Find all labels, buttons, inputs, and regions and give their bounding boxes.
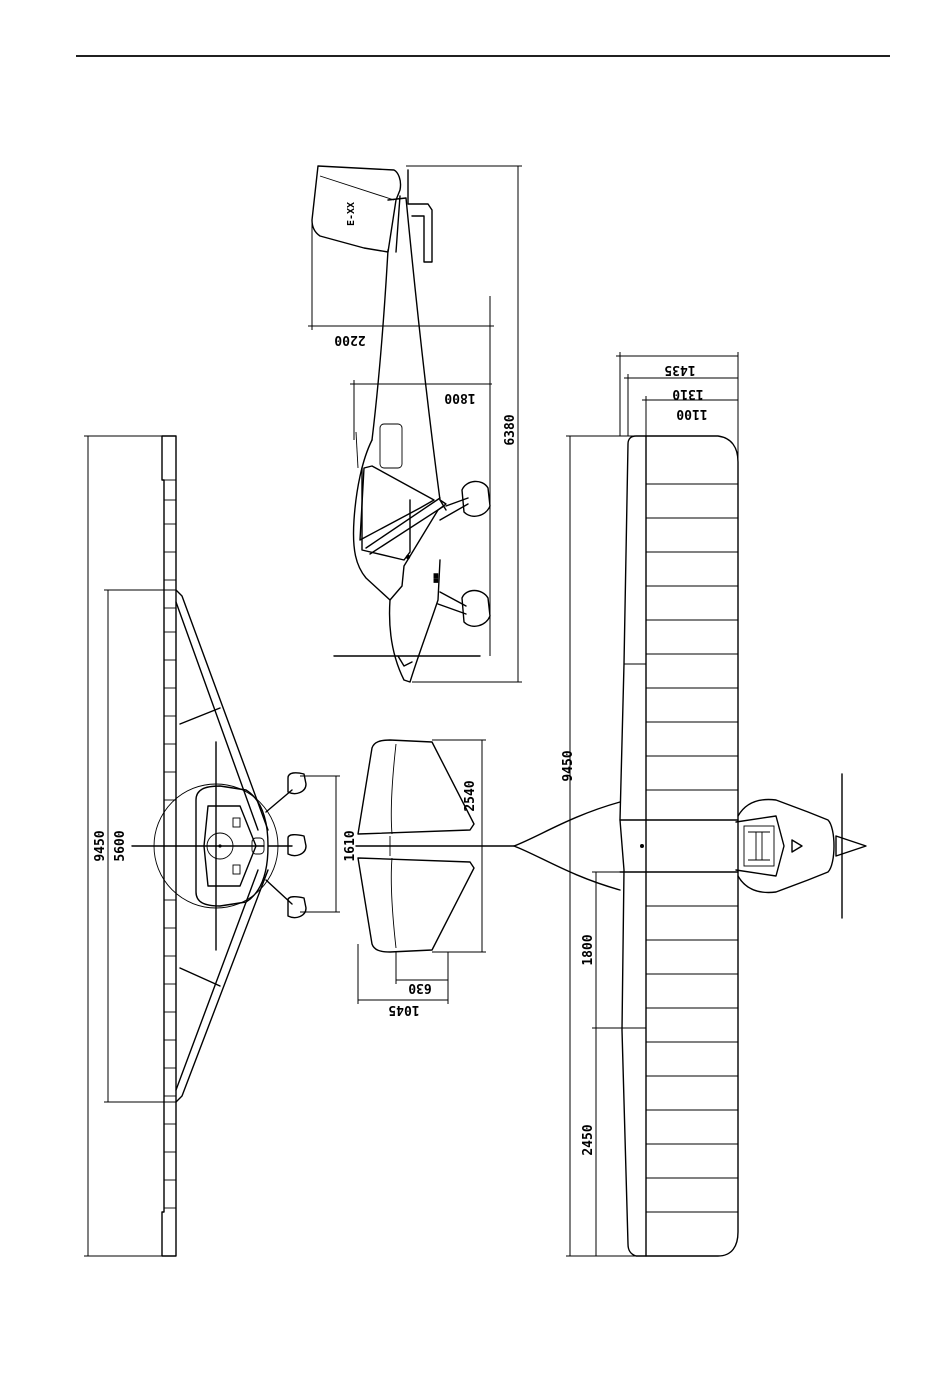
side-window-rear — [380, 424, 402, 468]
side-rudder-hinge — [320, 176, 394, 200]
tailplane-view: 2540 630 1045 — [356, 740, 514, 1017]
elevator-chord-label: 630 — [408, 980, 432, 995]
top-tip-chord-label: 1100 — [676, 406, 707, 421]
side-door-handle — [406, 555, 410, 559]
front-wing-ribs — [164, 480, 176, 1208]
elevator-hinge-upper — [391, 744, 396, 834]
side-reg-mark: ■■ — [431, 573, 440, 583]
front-intake-upper — [233, 818, 240, 827]
side-wheel-nose — [462, 591, 490, 627]
side-cabin-top — [356, 432, 358, 468]
front-wheel-lower — [288, 897, 306, 918]
side-strut — [366, 498, 444, 554]
stab-lower-half — [358, 858, 474, 952]
front-wheel-mid — [288, 835, 306, 856]
side-dimensions — [308, 166, 522, 682]
side-cabin-height-label: 1800 — [444, 390, 475, 405]
front-intake-lower — [233, 865, 240, 874]
side-cowl-front — [398, 656, 412, 666]
elevator-hinge-lower — [391, 858, 396, 948]
side-tail-height-label: 2200 — [334, 332, 365, 347]
tail-dimensions — [358, 740, 486, 1004]
top-mid-chord-label: 1310 — [672, 386, 703, 401]
stab-upper-half — [358, 740, 474, 834]
side-fuselage-lower — [372, 250, 388, 440]
top-wing-ribs — [646, 484, 738, 1212]
stab-chord-label: 1045 — [388, 1002, 419, 1017]
side-view: E-XX ■■ — [308, 166, 522, 682]
front-spinner-dot — [218, 844, 221, 847]
top-fuselage-mark — [640, 844, 644, 848]
top-cabin — [738, 800, 834, 893]
side-logo: E-XX — [346, 202, 357, 226]
side-windshield — [360, 466, 434, 540]
top-span-label: 9450 — [561, 750, 576, 781]
front-strut-lower — [176, 870, 268, 1102]
top-seat-frame — [748, 832, 770, 860]
top-root-chord-label: 1435 — [664, 362, 695, 377]
top-fuselage — [514, 802, 620, 890]
top-windshield — [736, 816, 784, 876]
top-aileron-span-label: 2450 — [581, 1124, 596, 1155]
top-wing — [620, 436, 738, 1256]
top-flap-span-label: 1800 — [581, 934, 596, 965]
top-dimensions — [566, 352, 738, 1256]
stab-span-label: 2540 — [463, 780, 478, 811]
top-arrow — [792, 840, 802, 852]
side-length-label: 6380 — [503, 414, 518, 445]
side-vertical-fin-post — [396, 196, 400, 252]
front-jury-struts — [180, 708, 220, 986]
front-strut-span-label: 5600 — [113, 830, 128, 861]
front-span-label: 9450 — [93, 830, 108, 861]
top-spinner — [836, 836, 866, 856]
front-strut-upper — [176, 590, 268, 830]
top-view: 1435 1310 1100 9450 1800 2450 — [514, 352, 866, 1256]
front-view: 9450 5600 1610 — [84, 436, 358, 1256]
